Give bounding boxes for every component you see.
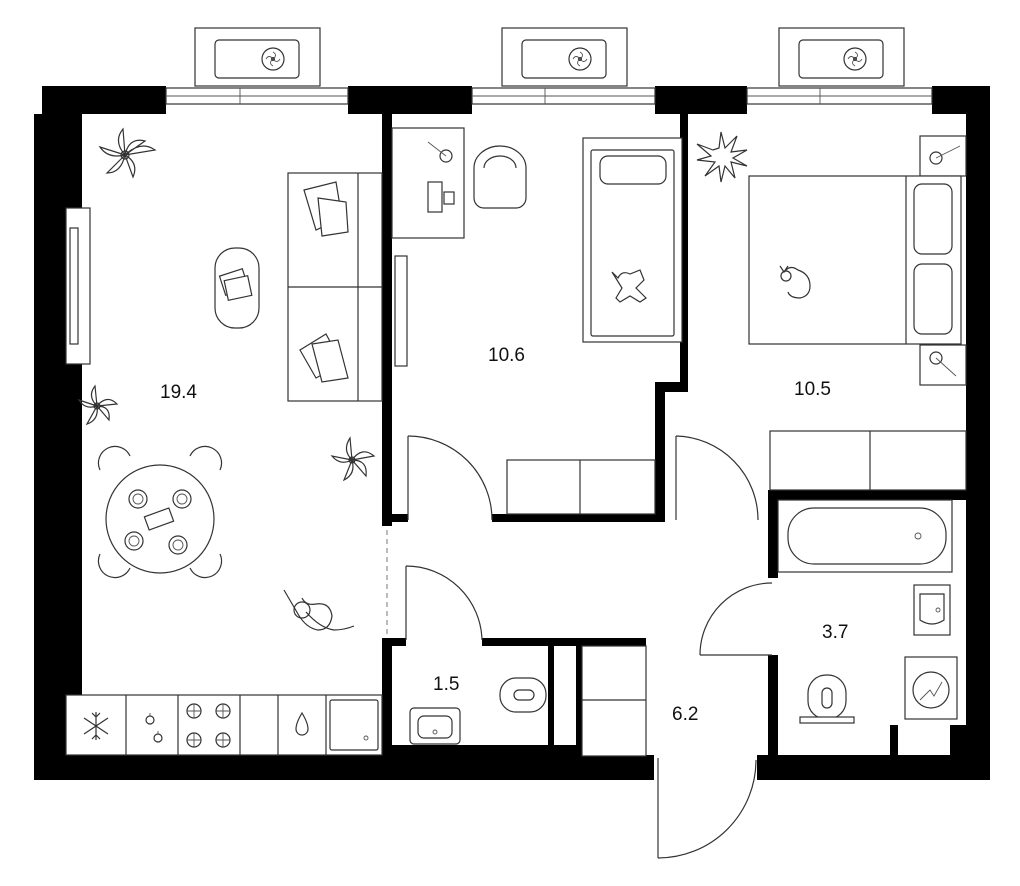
- kitchen-counter: [65, 694, 383, 756]
- ac-unit-middle: [501, 27, 628, 87]
- double-bed: [748, 175, 962, 345]
- windows: [165, 87, 933, 105]
- cat-icon: [779, 265, 811, 299]
- sofa: [287, 172, 383, 402]
- plant-icon: [77, 384, 119, 426]
- faucet-icon: [295, 711, 309, 736]
- single-bed: [582, 137, 683, 343]
- washbasin: [913, 584, 951, 636]
- area-label-bedroom-1: 10.6: [488, 345, 525, 366]
- hall-closet: [581, 645, 647, 757]
- area-label-living-room: 19.4: [160, 382, 197, 403]
- nightstand: [919, 344, 967, 386]
- plant-icon: [98, 127, 157, 179]
- plant-icon: [330, 436, 376, 482]
- desk: [391, 127, 465, 239]
- area-label-toilet: 1.5: [433, 674, 459, 695]
- sink-icon: [329, 699, 379, 751]
- coffee-table: [214, 247, 260, 329]
- radiator: [394, 255, 408, 367]
- cat-icon: [283, 589, 355, 631]
- snowflake-icon: [83, 712, 109, 740]
- wardrobe: [506, 459, 656, 515]
- wardrobe: [769, 430, 967, 491]
- area-label-hallway: 6.2: [672, 704, 698, 725]
- plant-icon: [696, 131, 748, 183]
- bathtub: [777, 499, 953, 573]
- nightstand: [919, 135, 967, 177]
- desk-chair: [473, 145, 527, 209]
- ac-unit-right: [778, 27, 905, 87]
- ac-unit-left: [194, 27, 321, 87]
- interior-walls: [382, 110, 966, 758]
- outer-walls: [34, 86, 990, 780]
- washbasin: [409, 707, 461, 745]
- area-label-bedroom-2: 10.5: [794, 379, 831, 400]
- toilet-icon: [799, 674, 855, 724]
- washing-machine: [904, 656, 958, 720]
- doors: [386, 435, 773, 859]
- dining-table: [97, 445, 223, 579]
- fruit-icon: [145, 713, 163, 743]
- area-label-bathroom: 3.7: [822, 622, 848, 643]
- tv-unit: [65, 207, 91, 365]
- toilet-icon: [499, 677, 547, 713]
- stove-icon: [186, 703, 231, 748]
